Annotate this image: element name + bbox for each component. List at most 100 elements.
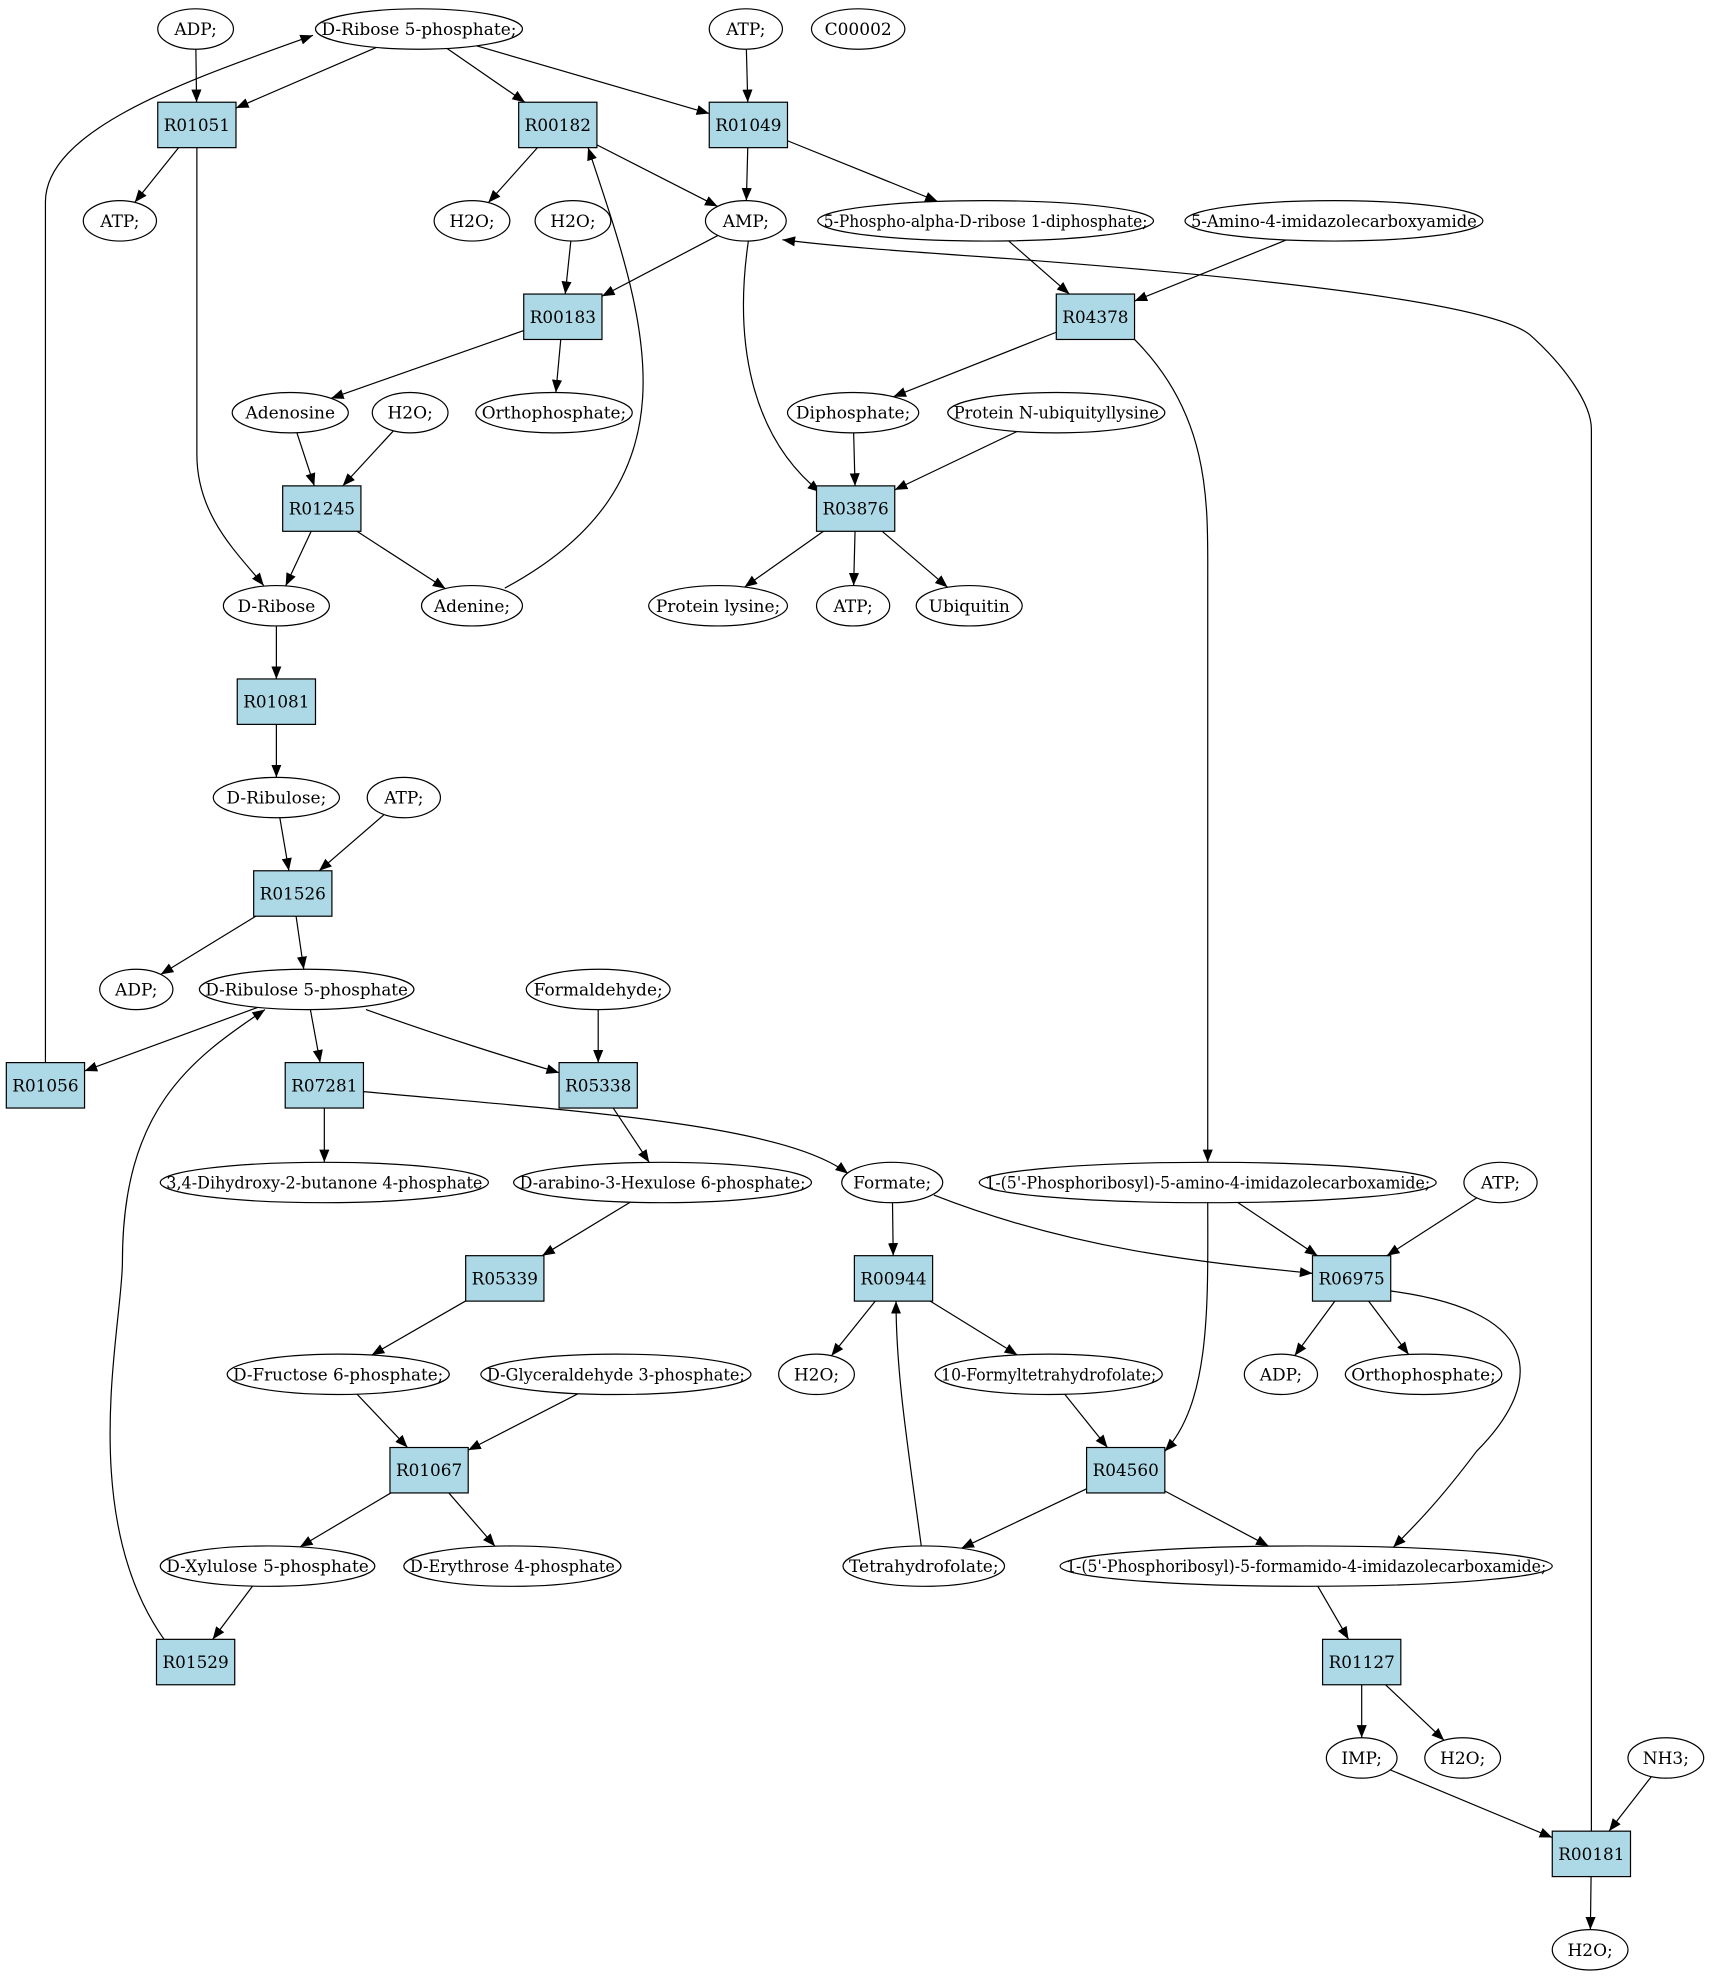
- compound-ellipse: [198, 968, 415, 1011]
- edge-R04378-to-aicar: [1135, 339, 1213, 1163]
- node-label: R06975: [1318, 1269, 1384, 1289]
- compound-node-adp3: ADP;: [1243, 1353, 1319, 1396]
- compound-ellipse: [480, 1353, 752, 1396]
- edge-adenine-to-R00182: [505, 148, 643, 588]
- reaction-box: [523, 293, 603, 341]
- reaction-node-R03876: R03876: [815, 485, 896, 532]
- compound-node-pnul: Protein N-ubiquityllysine: [947, 391, 1166, 434]
- edge-ru5p-to-R07281: [310, 1010, 323, 1063]
- reaction-box: [155, 1638, 236, 1686]
- compound-node-atp_top: ATP;: [708, 8, 784, 50]
- edge-R01127-to-h2o5: [1386, 1685, 1445, 1741]
- reaction-box: [708, 101, 789, 149]
- compound-node-g3p: D-Glyceraldehyde 3-phosphate;: [480, 1353, 752, 1396]
- compound-ellipse: [842, 1545, 1006, 1587]
- node-label: Orthophosphate;: [1351, 1365, 1495, 1385]
- node-label: R01127: [1329, 1653, 1395, 1673]
- compound-node-ubiq: Ubiquitin: [915, 584, 1023, 627]
- compound-node-ru5p: D-Ribulose 5-phosphate: [198, 968, 415, 1011]
- compound-node-ortho2: Orthophosphate;: [1344, 1353, 1503, 1396]
- compound-ellipse: [947, 391, 1166, 434]
- compound-node-h2o1: H2O;: [433, 200, 511, 242]
- compound-node-ortho1: Orthophosphate;: [475, 391, 633, 434]
- edge-R00181-to-h2o6: [1585, 1877, 1596, 1930]
- edge-dribulose-to-R01526: [280, 818, 292, 871]
- compound-node-h2o3: H2O;: [371, 391, 449, 434]
- node-label: H2O;: [1440, 1749, 1485, 1769]
- node-label: Orthophosphate;: [482, 404, 626, 424]
- node-label: 1-(5'-Phosphoribosyl)-5-amino-4-imidazol…: [985, 1173, 1430, 1193]
- node-label: R04378: [1062, 308, 1128, 328]
- node-label: R01051: [164, 116, 230, 136]
- node-label: 10-Formyltetrahydrofolate;: [941, 1365, 1156, 1385]
- reaction-node-R01127: R01127: [1321, 1638, 1402, 1686]
- edge-faicar-to-R01127: [1318, 1586, 1349, 1639]
- edge-atp5-to-R06975: [1387, 1198, 1477, 1256]
- edge-R01245-to-dribose: [286, 531, 312, 586]
- compound-ellipse: [212, 776, 341, 819]
- edge-ru5p-to-R05338: [366, 1010, 559, 1074]
- node-label: C00002: [825, 20, 892, 40]
- compound-node-f6p: D-Fructose 6-phosphate;: [226, 1353, 450, 1396]
- node-label: H2O;: [449, 212, 494, 232]
- edge-R04378-to-diphos: [893, 332, 1056, 396]
- edge-R07281-to-formate: [363, 1092, 848, 1174]
- compound-ellipse: [371, 391, 449, 434]
- node-label: IMP;: [1341, 1749, 1382, 1769]
- edge-pnul-to-R03876: [895, 431, 1017, 489]
- node-label: D-Ribulose;: [226, 789, 326, 809]
- compound-ellipse: [786, 391, 920, 434]
- edge-ru5p-to-R01056: [85, 1007, 258, 1071]
- compound-ellipse: [1627, 1737, 1705, 1779]
- compound-node-h2o6: H2O;: [1551, 1928, 1629, 1971]
- node-label: H2O;: [550, 212, 595, 232]
- compound-node-c00002: C00002: [810, 8, 906, 50]
- edge-R00944-to-fthf: [930, 1301, 1017, 1355]
- edge-r5p-to-R01049: [477, 46, 710, 115]
- compound-ellipse: [978, 1161, 1437, 1204]
- reaction-box: [253, 870, 333, 917]
- compound-node-atp2: ATP;: [82, 200, 158, 242]
- compound-ellipse: [1243, 1353, 1319, 1396]
- compound-ellipse: [513, 1161, 813, 1204]
- edge-R01529-to-ru5p: [110, 1010, 265, 1640]
- edge-imp-to-R00181: [1390, 1770, 1552, 1838]
- compound-node-dribose: D-Ribose: [222, 584, 330, 627]
- node-label: R00944: [860, 1269, 926, 1289]
- edge-hex6p-to-R05339: [542, 1202, 630, 1255]
- edge-formate-to-R06975: [934, 1195, 1313, 1278]
- edge-R03876-to-plys: [745, 531, 824, 587]
- node-label: R05339: [472, 1269, 538, 1289]
- compound-node-atp4: ATP;: [366, 776, 442, 819]
- compound-ellipse: [231, 391, 349, 434]
- compound-node-prpp: 5-Phospho-alpha-D-ribose 1-diphosphate;: [817, 200, 1155, 242]
- reaction-node-R01056: R01056: [5, 1062, 86, 1109]
- compound-ellipse: [1325, 1737, 1398, 1779]
- compound-node-aic: 5-Amino-4-imidazolecarboxyamide: [1184, 200, 1484, 242]
- reaction-node-R00183: R00183: [523, 293, 603, 341]
- edge-R05338-to-hex6p: [613, 1108, 649, 1162]
- node-label: Ubiquitin: [929, 597, 1010, 617]
- node-label: 1-(5'-Phosphoribosyl)-5-formamido-4-imid…: [1066, 1557, 1546, 1577]
- edge-aicar-to-R04560: [1165, 1203, 1208, 1452]
- edge-R05339-to-f6p: [372, 1301, 466, 1355]
- reaction-node-R04378: R04378: [1055, 293, 1136, 341]
- compound-ellipse: [1059, 1545, 1553, 1587]
- compound-ellipse: [475, 391, 633, 434]
- edge-adenosine-to-R01245: [297, 433, 316, 486]
- compound-ellipse: [99, 968, 174, 1011]
- node-label: H2O;: [387, 404, 432, 424]
- compound-ellipse: [841, 1161, 944, 1204]
- edge-fthf-to-R04560: [1065, 1394, 1108, 1447]
- compound-ellipse: [226, 1353, 450, 1396]
- edge-g3p-to-R01067: [468, 1394, 578, 1450]
- compound-node-dhbp: 3,4-Dihydroxy-2-butanone 4-phosphate: [159, 1161, 489, 1204]
- node-label: AMP;: [722, 212, 769, 232]
- edge-nh3-to-R00181: [1609, 1777, 1651, 1832]
- compound-ellipse: [159, 1161, 489, 1204]
- edge-R00182-to-h2o1: [488, 148, 537, 203]
- edge-R06975-to-ortho2: [1369, 1301, 1409, 1354]
- edge-R01245-to-adenine: [357, 531, 446, 588]
- node-label: R05338: [565, 1076, 631, 1096]
- edge-atp4-to-R01526: [319, 815, 384, 871]
